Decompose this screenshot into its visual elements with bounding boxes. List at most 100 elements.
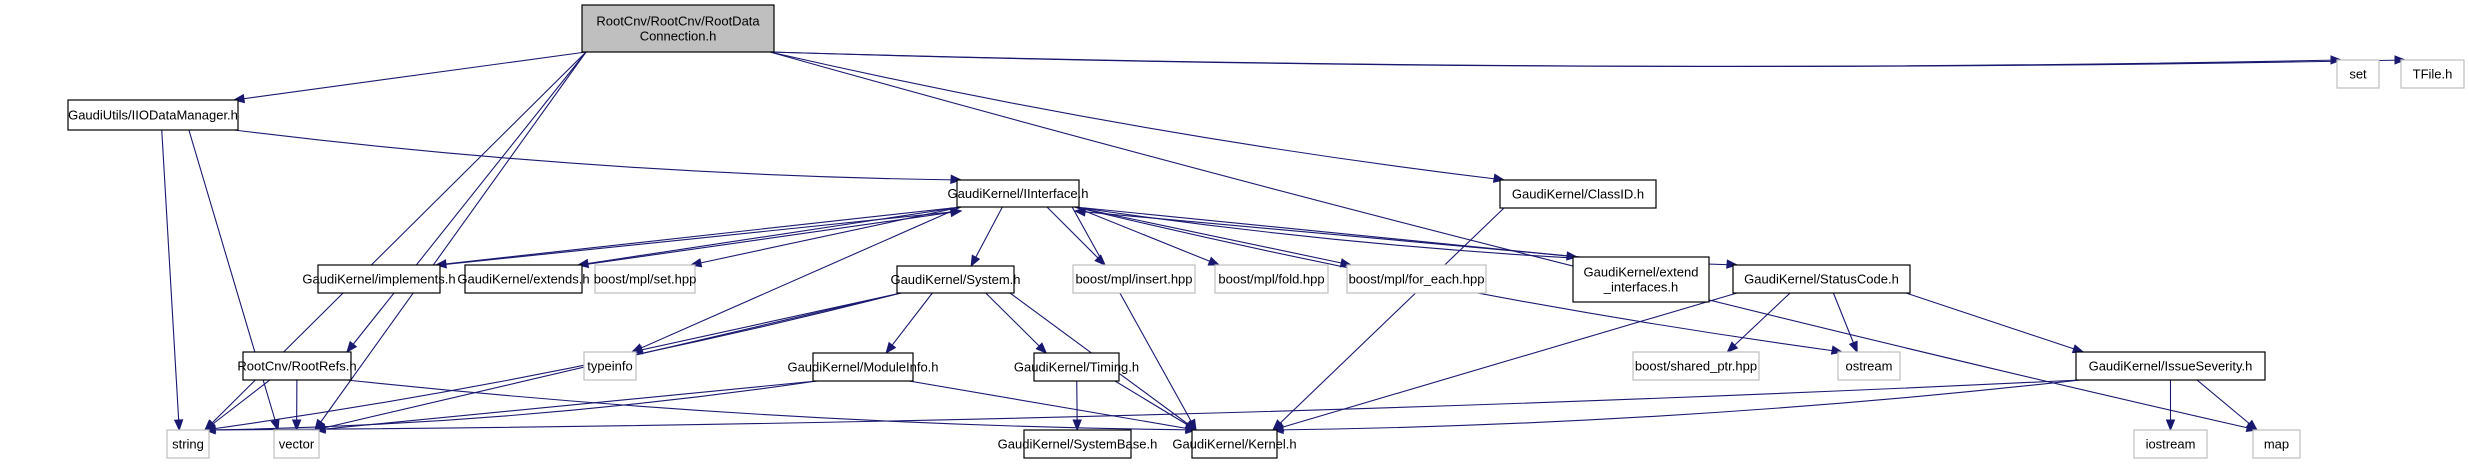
edge-classid-to-kernel [1272, 207, 1505, 431]
node-label: typeinfo [587, 359, 633, 374]
node-box [273, 429, 320, 459]
arrowhead-icon [1848, 340, 1858, 354]
node-label: GaudiKernel/extend [1584, 265, 1699, 280]
node-system[interactable]: GaudiKernel/System.h [890, 265, 1021, 294]
edge-iiodm-to-iinterface [233, 129, 963, 185]
arrowhead-icon [1035, 342, 1048, 354]
node-label: GaudiUtils/IIODataManager.h [68, 108, 238, 123]
node-box [242, 351, 352, 381]
edge-iiodm-to-vector [188, 129, 280, 432]
arrowhead-icon [1185, 424, 1198, 435]
node-timing[interactable]: GaudiKernel/Timing.h [1014, 352, 1139, 382]
node-label: GaudiKernel/implements.h [302, 272, 455, 287]
node-box [2075, 351, 2266, 381]
node-label: boost/mpl/for_each.hpp [1349, 272, 1485, 287]
node-label: boost/mpl/insert.hpp [1075, 272, 1192, 287]
node-implements[interactable]: GaudiKernel/implements.h [302, 264, 456, 294]
arrowhead-icon [1073, 207, 1086, 217]
edge-statuscode-to-issuesev [1905, 292, 2085, 354]
node-iiodm[interactable]: GaudiUtils/IIODataManager.h [67, 99, 239, 131]
node-issuesev[interactable]: GaudiKernel/IssueSeverity.h [2075, 351, 2266, 381]
edge-statuscode-to-ostream [1832, 292, 1858, 354]
arrowhead-icon [885, 341, 897, 355]
arrowhead-icon [1726, 341, 1739, 353]
edge-implements-to-iinterface [439, 207, 963, 266]
node-label: iostream [2146, 437, 2196, 452]
node-label: GaudiKernel/StatusCode.h [1744, 272, 1899, 287]
node-label: GaudiKernel/extends.h [457, 272, 589, 287]
node-box [581, 4, 775, 53]
arrowhead-icon [203, 424, 216, 435]
node-box [1191, 429, 1278, 459]
node-string: string [166, 429, 210, 459]
node-label: GaudiKernel/ModuleInfo.h [787, 360, 938, 375]
node-box [583, 351, 637, 381]
node-kernel[interactable]: GaudiKernel/Kernel.h [1172, 429, 1297, 459]
node-statuscode[interactable]: GaudiKernel/StatusCode.h [1732, 264, 1911, 294]
node-box [1346, 264, 1487, 294]
node-box [812, 352, 914, 382]
arrowhead-icon [950, 174, 963, 185]
node-extends[interactable]: GaudiKernel/extends.h [457, 264, 590, 294]
node-label: boost/mpl/fold.hpp [1218, 272, 1324, 287]
edge-issuesev-to-string [203, 379, 2081, 435]
edge-issuesev-to-map [2196, 379, 2259, 431]
node-mplforeach: boost/mpl/for_each.hpp [1346, 264, 1487, 294]
edge-root-to-map [769, 51, 2259, 433]
edge-rootrefs-to-kernel [346, 379, 1198, 435]
node-set: set [2336, 59, 2380, 89]
node-moduleinfo[interactable]: GaudiKernel/ModuleInfo.h [787, 352, 939, 382]
edge-root-to-classid [769, 51, 1506, 183]
node-box [2133, 429, 2208, 459]
node-label: ostream [1846, 359, 1893, 374]
node-extendif[interactable]: GaudiKernel/extend_interfaces.h [1572, 256, 1710, 303]
edge-statuscode-to-sharedptr [1726, 292, 1791, 353]
node-box [1023, 429, 1132, 459]
edge-moduleinfo-to-kernel [908, 380, 1198, 433]
edge-rootrefs-to-vector [291, 379, 302, 432]
arrowhead-icon [2330, 55, 2343, 65]
node-box [956, 179, 1080, 208]
node-box [2336, 59, 2380, 89]
node-label: set [2349, 67, 2367, 82]
node-box [2252, 429, 2301, 459]
edge-root-to-tfile [769, 51, 2407, 67]
edge-moduleinfo-to-vector [313, 380, 818, 434]
node-classid[interactable]: GaudiKernel/ClassID.h [1499, 179, 1657, 209]
node-label: GaudiKernel/IssueSeverity.h [2089, 359, 2253, 374]
edge-timing-to-systembase [1072, 380, 1082, 432]
node-label: GaudiKernel/Kernel.h [1172, 437, 1296, 452]
node-mplinsert: boost/mpl/insert.hpp [1072, 264, 1196, 294]
node-rootrefs[interactable]: RootCnv/RootRefs.h [237, 351, 357, 381]
arrowhead-icon [173, 419, 184, 432]
edge-iinterface-to-extends [576, 206, 962, 269]
node-label: boost/shared_ptr.hpp [1635, 359, 1757, 374]
edge-iinterface-to-mplfold [1074, 206, 1221, 266]
node-systembase[interactable]: GaudiKernel/SystemBase.h [998, 429, 1158, 459]
edge-issuesev-to-iostream [2165, 379, 2176, 432]
arrowhead-icon [970, 254, 981, 268]
node-iinterface[interactable]: GaudiKernel/IInterface.h [948, 179, 1089, 208]
node-box [317, 264, 441, 294]
node-label: Connection.h [640, 29, 717, 44]
node-label: TFile.h [2413, 67, 2453, 82]
node-label: map [2264, 437, 2289, 452]
node-box [166, 429, 210, 459]
node-label: string [172, 437, 204, 452]
node-box [1214, 264, 1329, 294]
arrowhead-icon [2245, 419, 2259, 431]
arrowhead-icon [1207, 256, 1221, 266]
node-label: RootCnv/RootRefs.h [237, 359, 356, 374]
edge-iinterface-to-implements [434, 206, 962, 269]
arrowhead-icon [1072, 419, 1082, 432]
arrowhead-icon [2165, 419, 2176, 432]
arrowhead-icon [1726, 259, 1739, 269]
edge-root-to-iiodm [232, 51, 587, 104]
node-box [464, 264, 583, 294]
node-label: _interfaces.h [1603, 280, 1678, 295]
node-label: GaudiKernel/ClassID.h [1512, 187, 1644, 202]
node-typeinfo: typeinfo [583, 351, 637, 381]
edge-iiodm-to-string [161, 129, 184, 432]
